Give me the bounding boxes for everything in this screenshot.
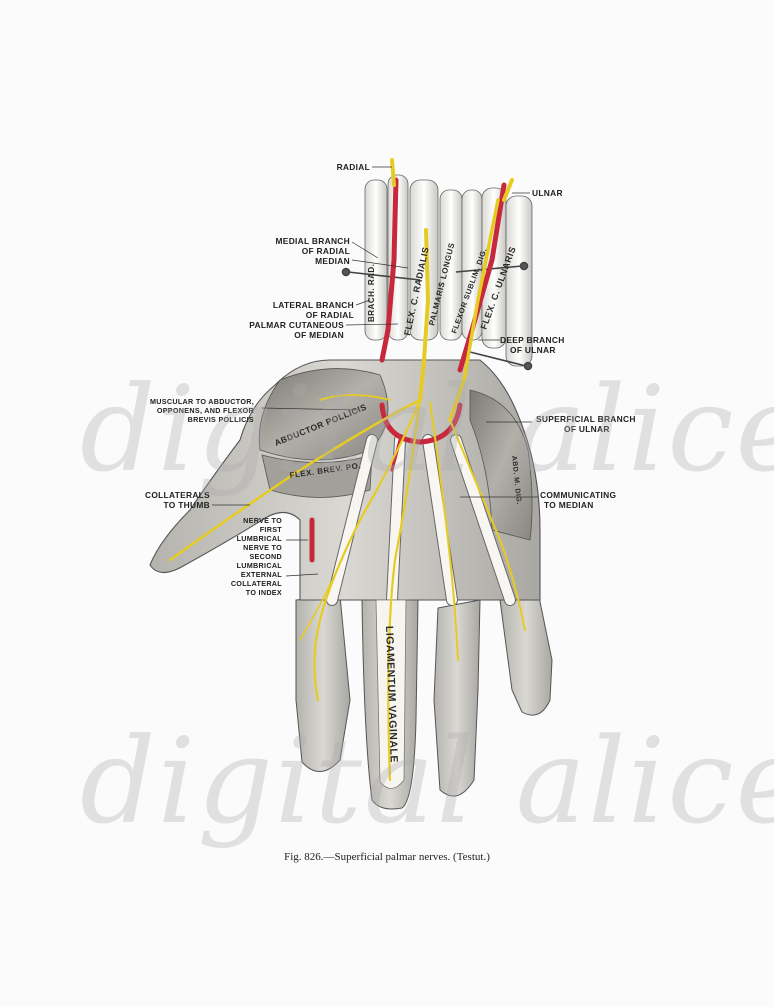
label-communicating-median: COMMUNICATING TO MEDIAN bbox=[540, 490, 617, 510]
figure-caption: Fig. 826.—Superficial palmar nerves. (Te… bbox=[284, 851, 490, 863]
index-finger bbox=[295, 595, 351, 772]
label-brach-rad: BRACH. RAD. bbox=[367, 264, 376, 322]
flexor-brevis-muscle bbox=[261, 454, 373, 498]
label-superficial-branch-ulnar: SUPERFICIAL BRANCH OF ULNAR bbox=[536, 414, 636, 434]
label-median: MEDIAN bbox=[315, 256, 350, 266]
label-deep-branch-ulnar: DEEP BRANCH OF ULNAR bbox=[500, 335, 565, 355]
palm-tendons bbox=[326, 434, 516, 606]
watermark-top: digital alice bbox=[80, 360, 774, 498]
ring-finger bbox=[433, 599, 481, 797]
ligamentum-vaginale bbox=[375, 599, 407, 789]
label-lateral-branch-radial: LATERAL BRANCH OF RADIAL bbox=[272, 300, 354, 320]
little-finger bbox=[499, 591, 553, 716]
label-ulnar: ULNAR bbox=[532, 188, 563, 198]
label-muscular-abductor: MUSCULAR TO ABDUCTOR, OPPONENS, AND FLEX… bbox=[150, 397, 254, 424]
label-ligamentum-vaginale: LIGAMENTUM VAGINALE bbox=[383, 626, 400, 763]
label-palmar-cutaneous: PALMAR CUTANEOUS OF MEDIAN bbox=[249, 320, 344, 340]
arteries bbox=[309, 177, 507, 563]
label-medial-branch-radial: MEDIAL BRANCH OF RADIAL bbox=[275, 236, 350, 256]
label-nerve-lumbricals: NERVE TO FIRST LUMBRICAL NERVE TO SECOND… bbox=[230, 516, 282, 597]
hypothenar-muscle bbox=[469, 389, 533, 541]
nerves bbox=[168, 158, 526, 782]
label-collaterals-thumb: COLLATERALS TO THUMB bbox=[144, 490, 210, 510]
watermark-bottom: digital alice bbox=[80, 712, 774, 850]
leader-lines bbox=[212, 166, 538, 577]
label-radial: RADIAL bbox=[336, 162, 370, 172]
